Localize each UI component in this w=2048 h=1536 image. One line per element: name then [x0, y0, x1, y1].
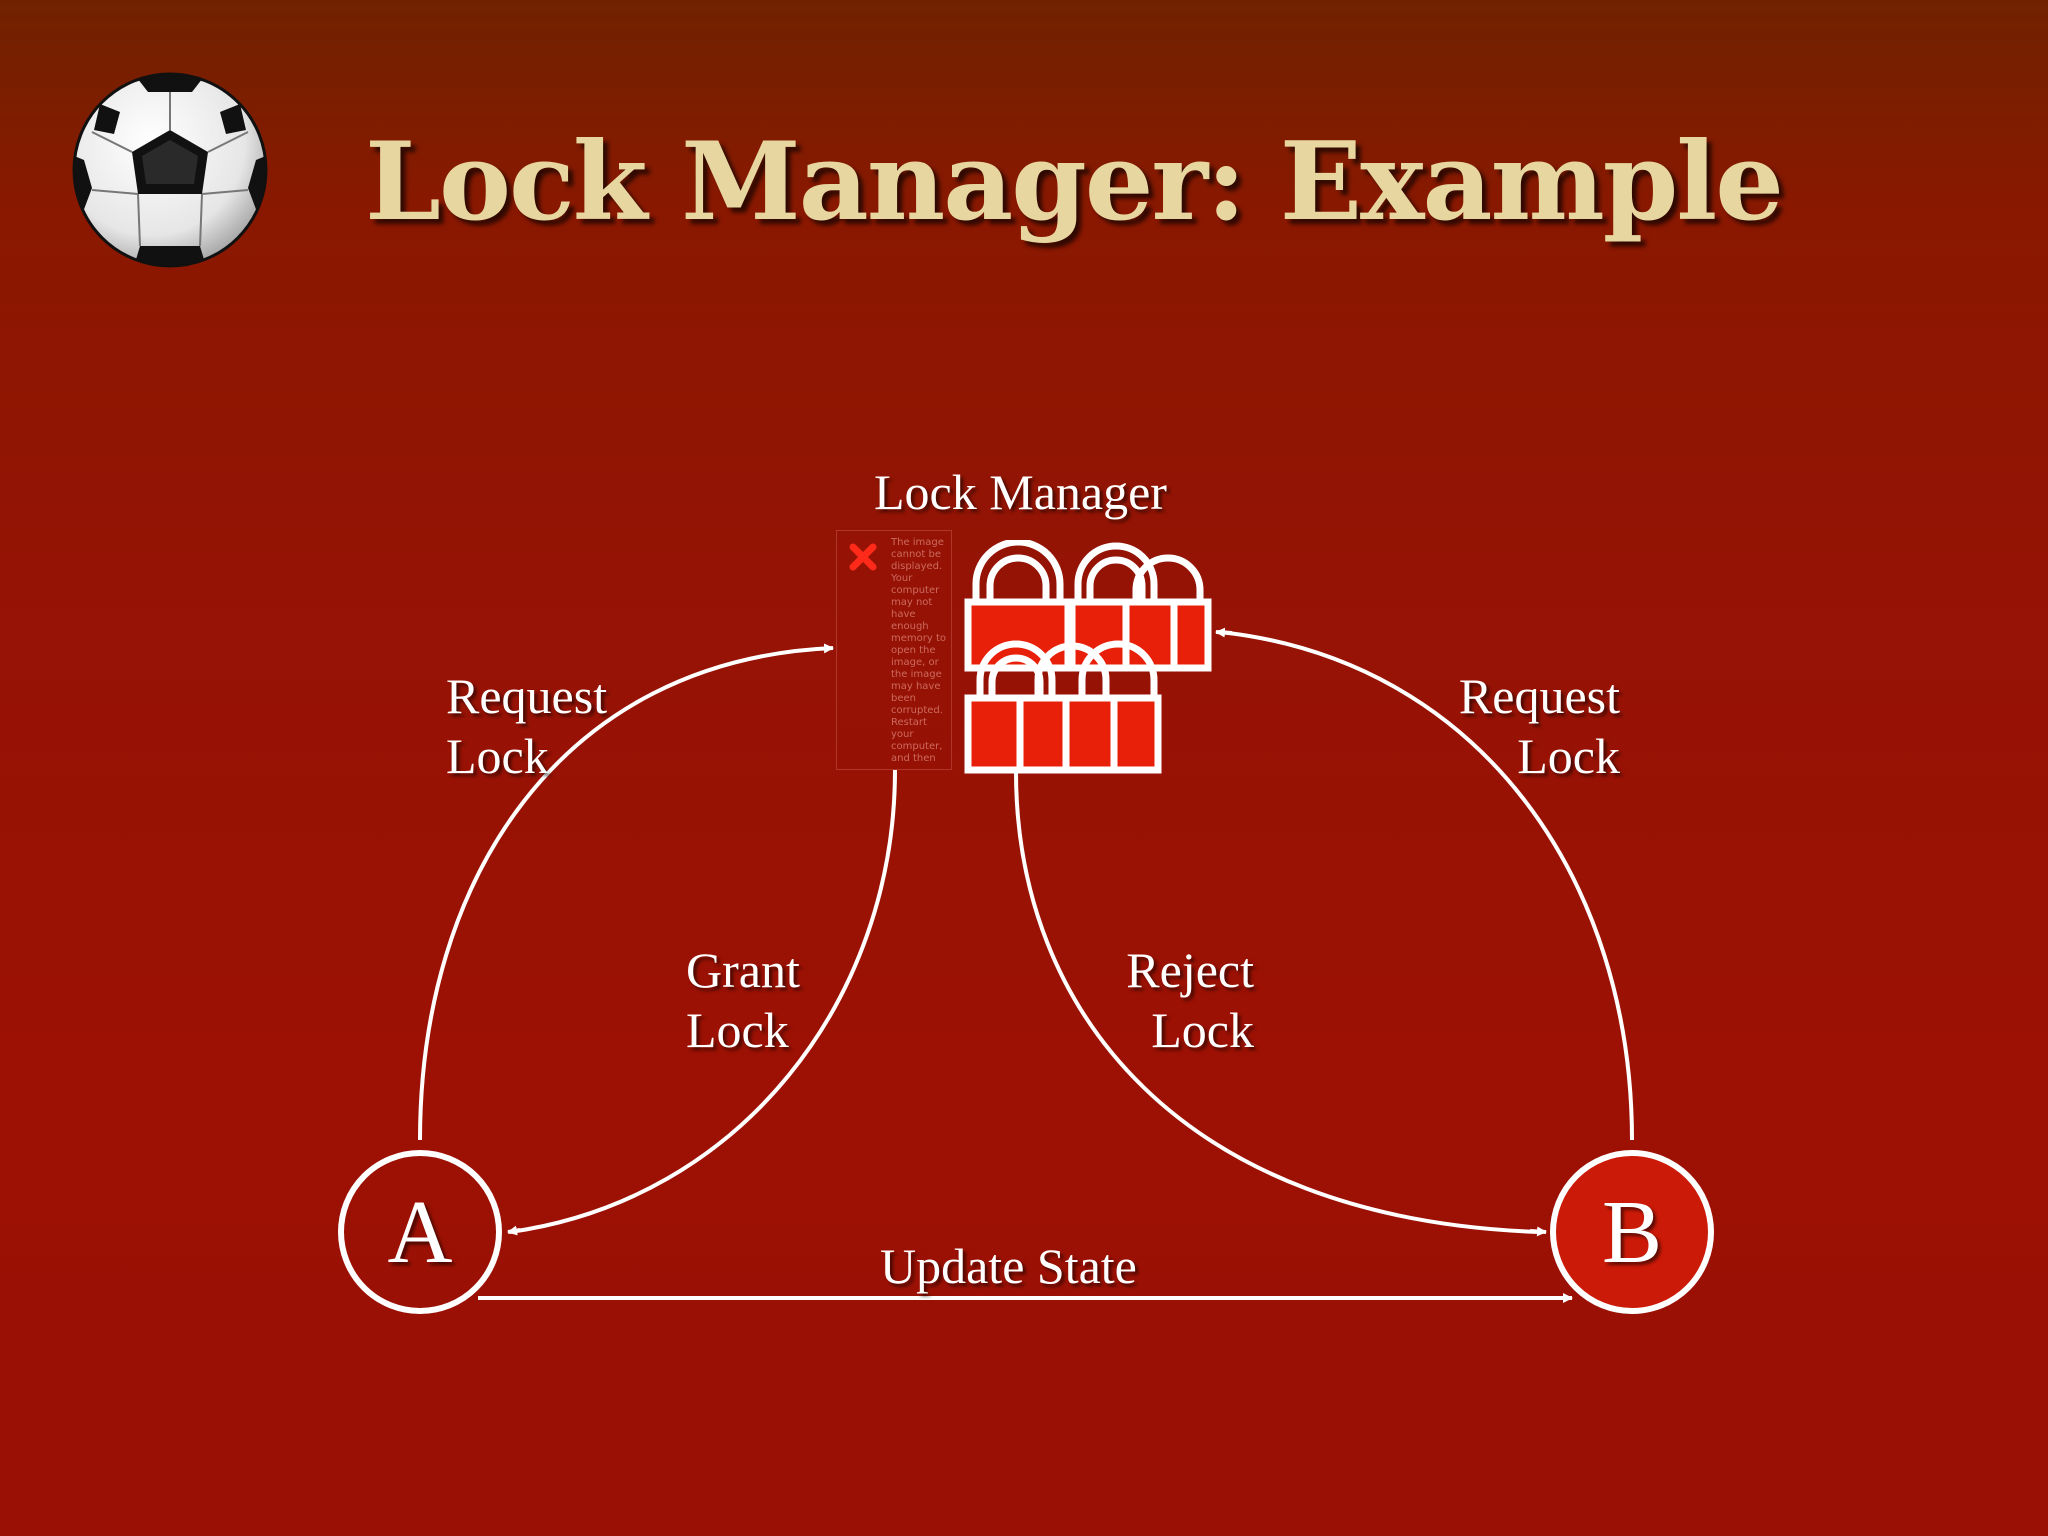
broken-image-placeholder: The image cannot be displayed. Your comp…: [836, 530, 952, 770]
request-lock-a-arrow: [418, 643, 834, 1141]
grant-lock-line2: Lock: [686, 1002, 789, 1058]
reject-lock-line1: Reject: [1126, 942, 1254, 998]
node-a-label: A: [387, 1183, 453, 1282]
request-lock-a-line1: Request: [446, 668, 608, 724]
padlock-cluster: [964, 540, 1212, 774]
node-a-circle: [338, 1150, 502, 1314]
grant-lock-label: Grant Lock: [686, 940, 800, 1060]
node-b-label: B: [1601, 1183, 1663, 1282]
request-lock-b-arrow: [1219, 630, 1634, 1141]
reject-lock-line2: Lock: [1151, 1002, 1254, 1058]
request-lock-a-line2: Lock: [446, 728, 549, 784]
padlock-icon: [964, 640, 1162, 774]
grant-lock-arrow: [509, 769, 897, 1234]
broken-image-text: The image cannot be displayed. Your comp…: [891, 537, 946, 764]
update-state-label: Update State: [880, 1238, 1137, 1294]
lock-manager-label: Lock Manager: [874, 464, 1167, 520]
request-lock-b-line1: Request: [1458, 668, 1620, 724]
node-b-circle: [1550, 1150, 1714, 1314]
grant-lock-line1: Grant: [686, 942, 800, 998]
reject-lock-label: Reject Lock: [1114, 940, 1254, 1060]
broken-image-icon: [849, 543, 877, 571]
soccer-ball-icon: [72, 72, 268, 268]
reject-lock-arrow: [1014, 771, 1541, 1234]
request-lock-a-label: Request Lock: [446, 666, 607, 786]
request-lock-b-line2: Lock: [1517, 728, 1620, 784]
request-lock-b-label: Request Lock: [1434, 666, 1620, 786]
slide-title: Lock Manager: Example: [365, 119, 1784, 245]
